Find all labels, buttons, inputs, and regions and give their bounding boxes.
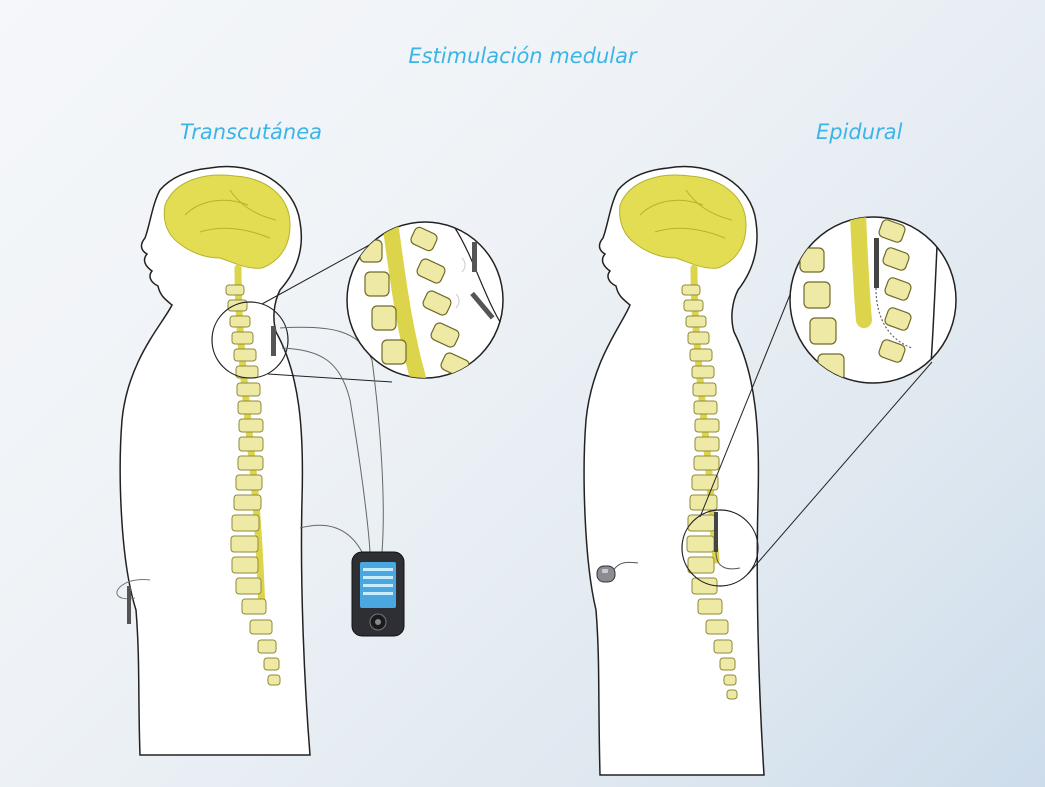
epidural-label: Epidural — [816, 120, 902, 144]
stimulator-device-icon — [352, 552, 404, 636]
transcutaneous-magnifier — [347, 222, 505, 385]
lower-back-electrode — [127, 586, 131, 624]
neck-electrode — [271, 326, 276, 356]
transcutaneous-label: Transcutánea — [180, 120, 322, 144]
page-title: Estimulación medular — [0, 44, 1045, 68]
implanted-pulse-generator-icon — [597, 566, 615, 582]
epidural-electrode — [714, 512, 718, 552]
epidural-magnifier — [790, 215, 956, 383]
